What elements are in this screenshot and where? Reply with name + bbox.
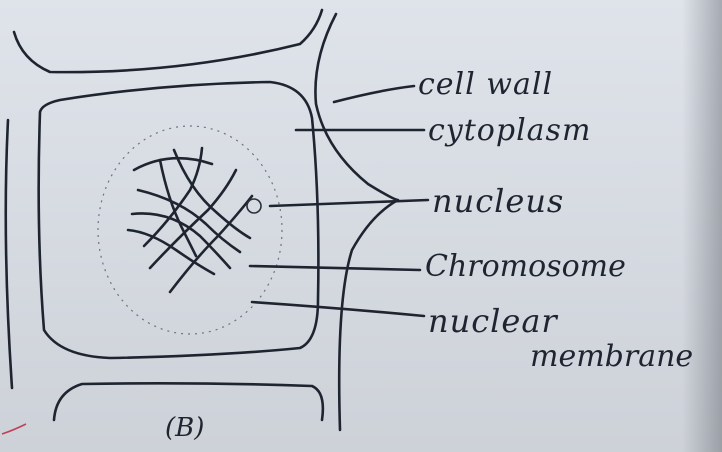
label-cell-wall: cell wall bbox=[418, 70, 553, 100]
label-nucleus: nucleus bbox=[432, 185, 564, 217]
label-membrane: membrane bbox=[530, 342, 693, 372]
label-chromosome: Chromosome bbox=[425, 252, 626, 282]
leader-line-nucleus bbox=[270, 200, 428, 206]
leader-line-chromosome bbox=[250, 266, 420, 270]
label-nuclear: nuclear bbox=[428, 305, 558, 337]
figure-tag: (B) bbox=[165, 415, 204, 441]
label-cytoplasm: cytoplasm bbox=[428, 116, 591, 146]
neighbour-cell-left bbox=[6, 120, 12, 388]
chromosome-strand bbox=[132, 213, 230, 268]
stray-pencil-mark bbox=[2, 424, 26, 434]
neighbour-cell-top bbox=[14, 10, 322, 72]
leader-line-cell-wall bbox=[334, 86, 414, 102]
neighbour-cell-right bbox=[315, 14, 398, 430]
leader-line-nuclear-membrane bbox=[252, 302, 424, 316]
nucleolus-dot bbox=[247, 199, 261, 213]
chromosome-strand bbox=[170, 196, 252, 292]
